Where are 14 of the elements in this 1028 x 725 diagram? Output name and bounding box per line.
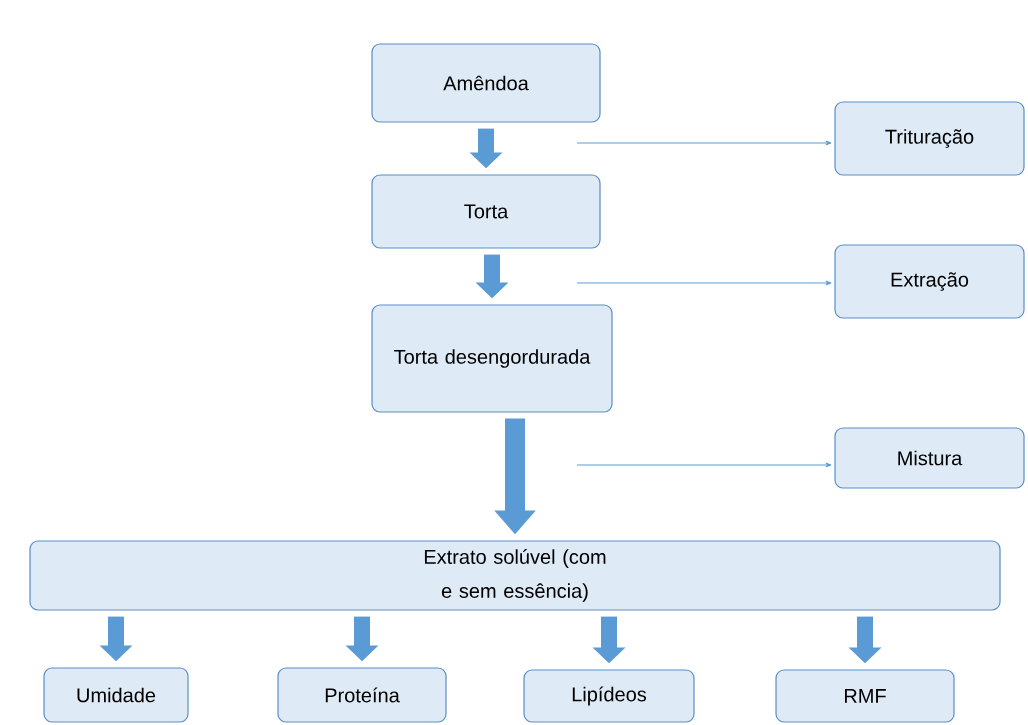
process-box: Extrato solúvel (com e sem essência) — [29, 540, 1001, 611]
process-box: Umidade — [43, 667, 189, 723]
process-box: Torta — [371, 174, 601, 249]
arrow — [576, 462, 832, 468]
arrow — [576, 280, 832, 286]
process-box: Trituração — [834, 101, 1025, 176]
process-box: Torta desengordurada — [371, 304, 613, 413]
process-box: Amêndoa — [371, 43, 601, 123]
process-box: RMF — [775, 669, 955, 723]
process-box: Extração — [834, 244, 1025, 319]
process-box: Lipídeos — [523, 669, 695, 723]
process-box: Mistura — [834, 427, 1025, 489]
process-box: Proteína — [277, 667, 447, 723]
arrow — [576, 140, 832, 146]
